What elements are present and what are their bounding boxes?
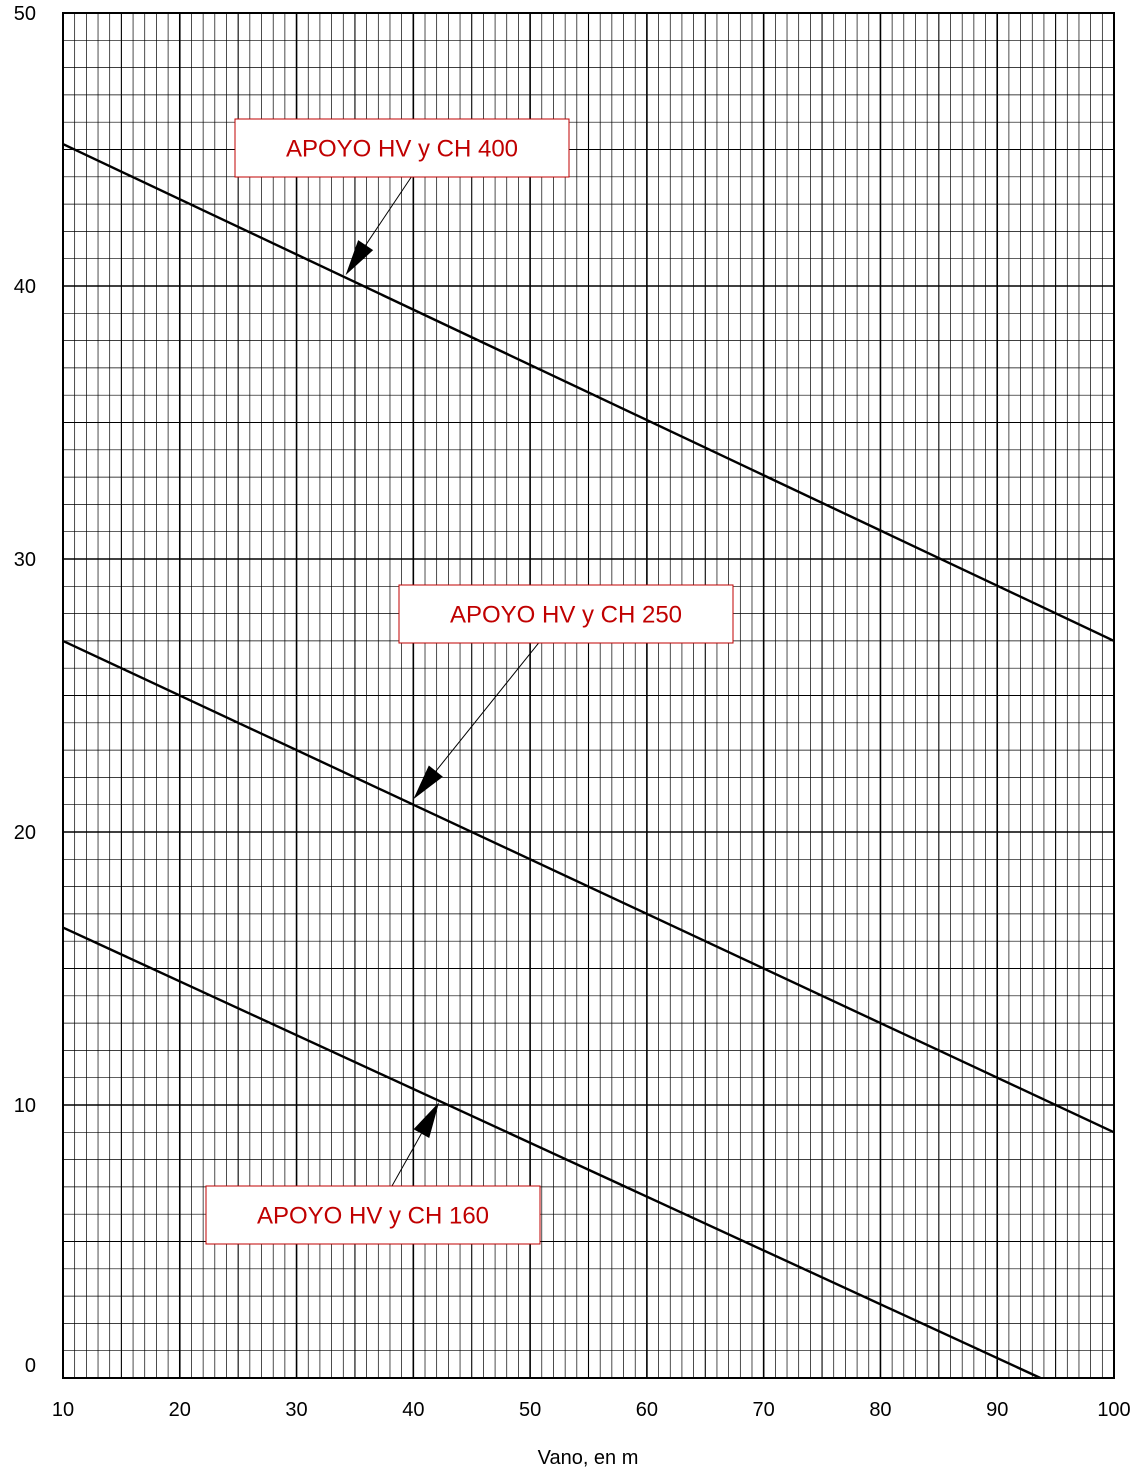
x-tick-label: 100 bbox=[1097, 1399, 1130, 1421]
x-tick-label: 70 bbox=[753, 1399, 775, 1421]
y-tick-label: 40 bbox=[14, 276, 36, 298]
x-tick-label: 40 bbox=[402, 1399, 424, 1421]
x-tick-label: 30 bbox=[285, 1399, 307, 1421]
series-line-3 bbox=[62, 926, 1041, 1380]
x-tick-label: 60 bbox=[636, 1399, 658, 1421]
annotation-label: APOYO HV y CH 250 bbox=[450, 602, 682, 629]
annotation-box bbox=[205, 1185, 541, 1245]
annotation-box bbox=[234, 118, 570, 178]
x-tick-label: 20 bbox=[169, 1399, 191, 1421]
x-tick-label: 80 bbox=[869, 1399, 891, 1421]
series-line-2 bbox=[62, 639, 1115, 1134]
x-axis-label: Vano, en m bbox=[538, 1447, 639, 1469]
series-group bbox=[62, 142, 1115, 1380]
x-tick-label: 10 bbox=[52, 1399, 74, 1421]
y-tick-label: 20 bbox=[14, 822, 36, 844]
series-line-1 bbox=[62, 142, 1115, 642]
annotation-arrow-head bbox=[413, 1102, 440, 1139]
plot-frame bbox=[62, 12, 1115, 1379]
x-tick-label: 50 bbox=[519, 1399, 541, 1421]
y-tick-label: 10 bbox=[14, 1095, 36, 1117]
x-tick-label: 90 bbox=[986, 1399, 1008, 1421]
y-tick-label: 30 bbox=[14, 549, 36, 571]
annotation-arrow-head bbox=[413, 765, 443, 800]
annotation-label: APOYO HV y CH 400 bbox=[286, 136, 518, 163]
y-tick-label: 0 bbox=[25, 1355, 36, 1377]
annotation-label: APOYO HV y CH 160 bbox=[257, 1203, 489, 1230]
annotation-box bbox=[398, 584, 734, 644]
tick-labels: 10 20 30 40 50 60 70 80 90 100 0 10 20 30 40 50 bbox=[14, 3, 1131, 1421]
annotation-arrow-head bbox=[345, 240, 374, 276]
y-tick-label: 50 bbox=[14, 3, 36, 25]
